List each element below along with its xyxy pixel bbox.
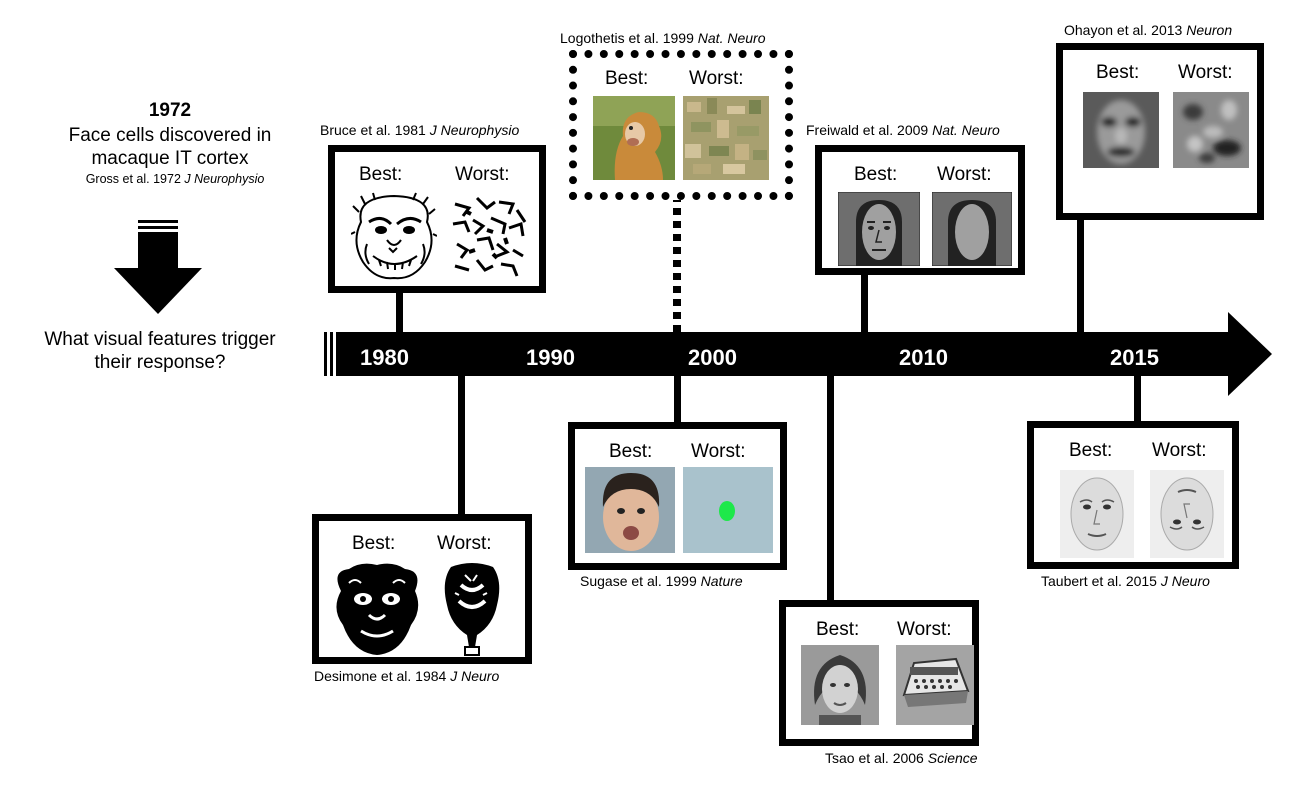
- intro-cite-journal: J Neurophysio: [184, 172, 265, 186]
- citation-sugase: Sugase et al. 1999 Nature: [580, 573, 743, 589]
- inverted-features-face-image: [1150, 470, 1224, 558]
- best-label: Best:: [352, 533, 396, 554]
- blurred-scrambled-image: [1173, 92, 1249, 168]
- citation-logothetis: Logothetis et al. 1999 Nat. Neuro: [560, 30, 766, 46]
- year-2010: 2010: [899, 345, 948, 370]
- best-label: Best:: [854, 164, 898, 185]
- intro-year: 1972: [148, 100, 192, 121]
- worst-label: Worst:: [437, 533, 492, 554]
- panel-logothetis: Best: Worst:: [569, 50, 793, 200]
- stem-tsao: [827, 376, 834, 604]
- worst-label: Worst:: [1152, 440, 1207, 461]
- best-label: Best:: [359, 164, 403, 185]
- human-face-photo: [585, 467, 675, 553]
- intro-cite-authors: Gross et al. 1972: [85, 172, 181, 186]
- citation-taubert: Taubert et al. 2015 J Neuro: [1041, 573, 1210, 589]
- stem-ohayon: [1077, 218, 1084, 332]
- faceless-cartoon-oval: [932, 192, 1012, 266]
- typewriter-photo: [896, 645, 974, 725]
- panel-sugase: Best: Worst:: [568, 422, 787, 570]
- year-1990: 1990: [526, 345, 575, 370]
- scrambled-monkey-photo: [683, 96, 769, 180]
- citation-desimone: Desimone et al. 1984 J Neuro: [314, 668, 500, 684]
- monkey-face-line-drawing: [351, 192, 437, 280]
- stem-bruce: [396, 287, 403, 332]
- scrambled-monkey-drawing: [452, 196, 527, 277]
- cartoon-face: [838, 192, 920, 266]
- worst-label: Worst:: [1178, 62, 1233, 83]
- intro-line-1: Face cells discovered in: [68, 125, 272, 146]
- year-1980: 1980: [360, 345, 409, 370]
- intro-line-2: macaque IT cortex: [91, 148, 249, 169]
- panel-tsao: Best: Worst:: [779, 600, 979, 746]
- question-text: What visual features trigger their respo…: [10, 328, 310, 374]
- stem-taubert: [1134, 376, 1141, 424]
- intro-description: Face cells discovered in macaque IT cort…: [20, 124, 320, 170]
- panel-taubert: Best: Worst:: [1027, 421, 1239, 569]
- panel-ohayon: Best: Worst:: [1056, 43, 1264, 220]
- question-line-2: their response?: [94, 352, 226, 373]
- question-line-1: What visual features trigger: [44, 329, 276, 350]
- intro-citation: Gross et al. 1972 J Neurophysio: [30, 172, 320, 186]
- worst-label: Worst:: [937, 164, 992, 185]
- best-label: Best:: [609, 441, 653, 462]
- monkey-photo: [593, 96, 675, 180]
- stem-desimone: [458, 376, 465, 518]
- citation-freiwald: Freiwald et al. 2009 Nat. Neuro: [806, 122, 1000, 138]
- worst-label: Worst:: [691, 441, 746, 462]
- citation-ohayon: Ohayon et al. 2013 Neuron: [1064, 22, 1233, 38]
- monkey-face-silhouette: [336, 563, 419, 655]
- year-2000: 2000: [688, 345, 737, 370]
- green-dot-stimulus: [683, 467, 773, 553]
- best-label: Best:: [605, 68, 649, 89]
- stem-freiwald: [861, 270, 868, 332]
- blurred-face-image: [1083, 92, 1159, 168]
- citation-bruce: Bruce et al. 1981 J Neurophysio: [320, 122, 520, 138]
- panel-desimone: Best: Worst:: [312, 514, 532, 664]
- timeline-arrow: [324, 312, 1272, 396]
- grayscale-face-photo: [801, 645, 879, 725]
- scrambled-face-silhouette: [444, 563, 500, 656]
- panel-freiwald: Best: Worst:: [815, 145, 1025, 275]
- panel-bruce: Best: Worst:: [328, 145, 546, 293]
- worst-label: Worst:: [455, 164, 510, 185]
- best-label: Best:: [1096, 62, 1140, 83]
- best-label: Best:: [816, 619, 860, 640]
- worst-label: Worst:: [689, 68, 744, 89]
- year-2015: 2015: [1110, 345, 1159, 370]
- down-arrow-icon: [114, 220, 202, 314]
- stem-logothetis: [673, 195, 681, 332]
- worst-label: Worst:: [897, 619, 952, 640]
- citation-tsao: Tsao et al. 2006 Science: [825, 750, 978, 766]
- stem-sugase: [674, 376, 681, 426]
- upright-face-image: [1060, 470, 1134, 558]
- best-label: Best:: [1069, 440, 1113, 461]
